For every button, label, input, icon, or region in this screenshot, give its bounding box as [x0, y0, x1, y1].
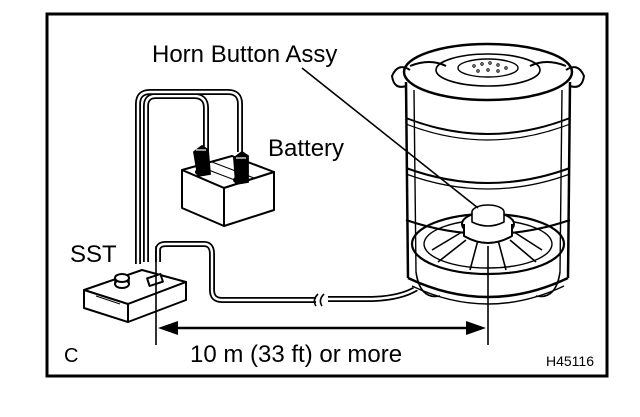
figure-code: H45116: [546, 353, 594, 369]
sst-device: [83, 269, 187, 323]
steering-wheel-drum: [391, 42, 585, 305]
arrow-left: [158, 321, 178, 335]
horn-button-assy-label: Horn Button Assy: [152, 41, 337, 68]
battery-clamp-positive: [233, 150, 249, 186]
distance-dimension: [155, 246, 489, 345]
distance-label: 10 m (33 ft) or more: [190, 341, 402, 368]
figure-frame: [45, 12, 609, 378]
battery-clamp-negative: [193, 144, 211, 178]
figure-corner-letter: C: [64, 345, 78, 367]
sst-to-steering-wheel-wire: [155, 241, 422, 307]
arrow-right: [466, 321, 486, 335]
battery-to-sst-wire: [135, 89, 243, 264]
battery-label: Battery: [268, 135, 344, 162]
sst-label: SST: [70, 241, 117, 268]
horn-button-leader-line: [301, 67, 479, 209]
